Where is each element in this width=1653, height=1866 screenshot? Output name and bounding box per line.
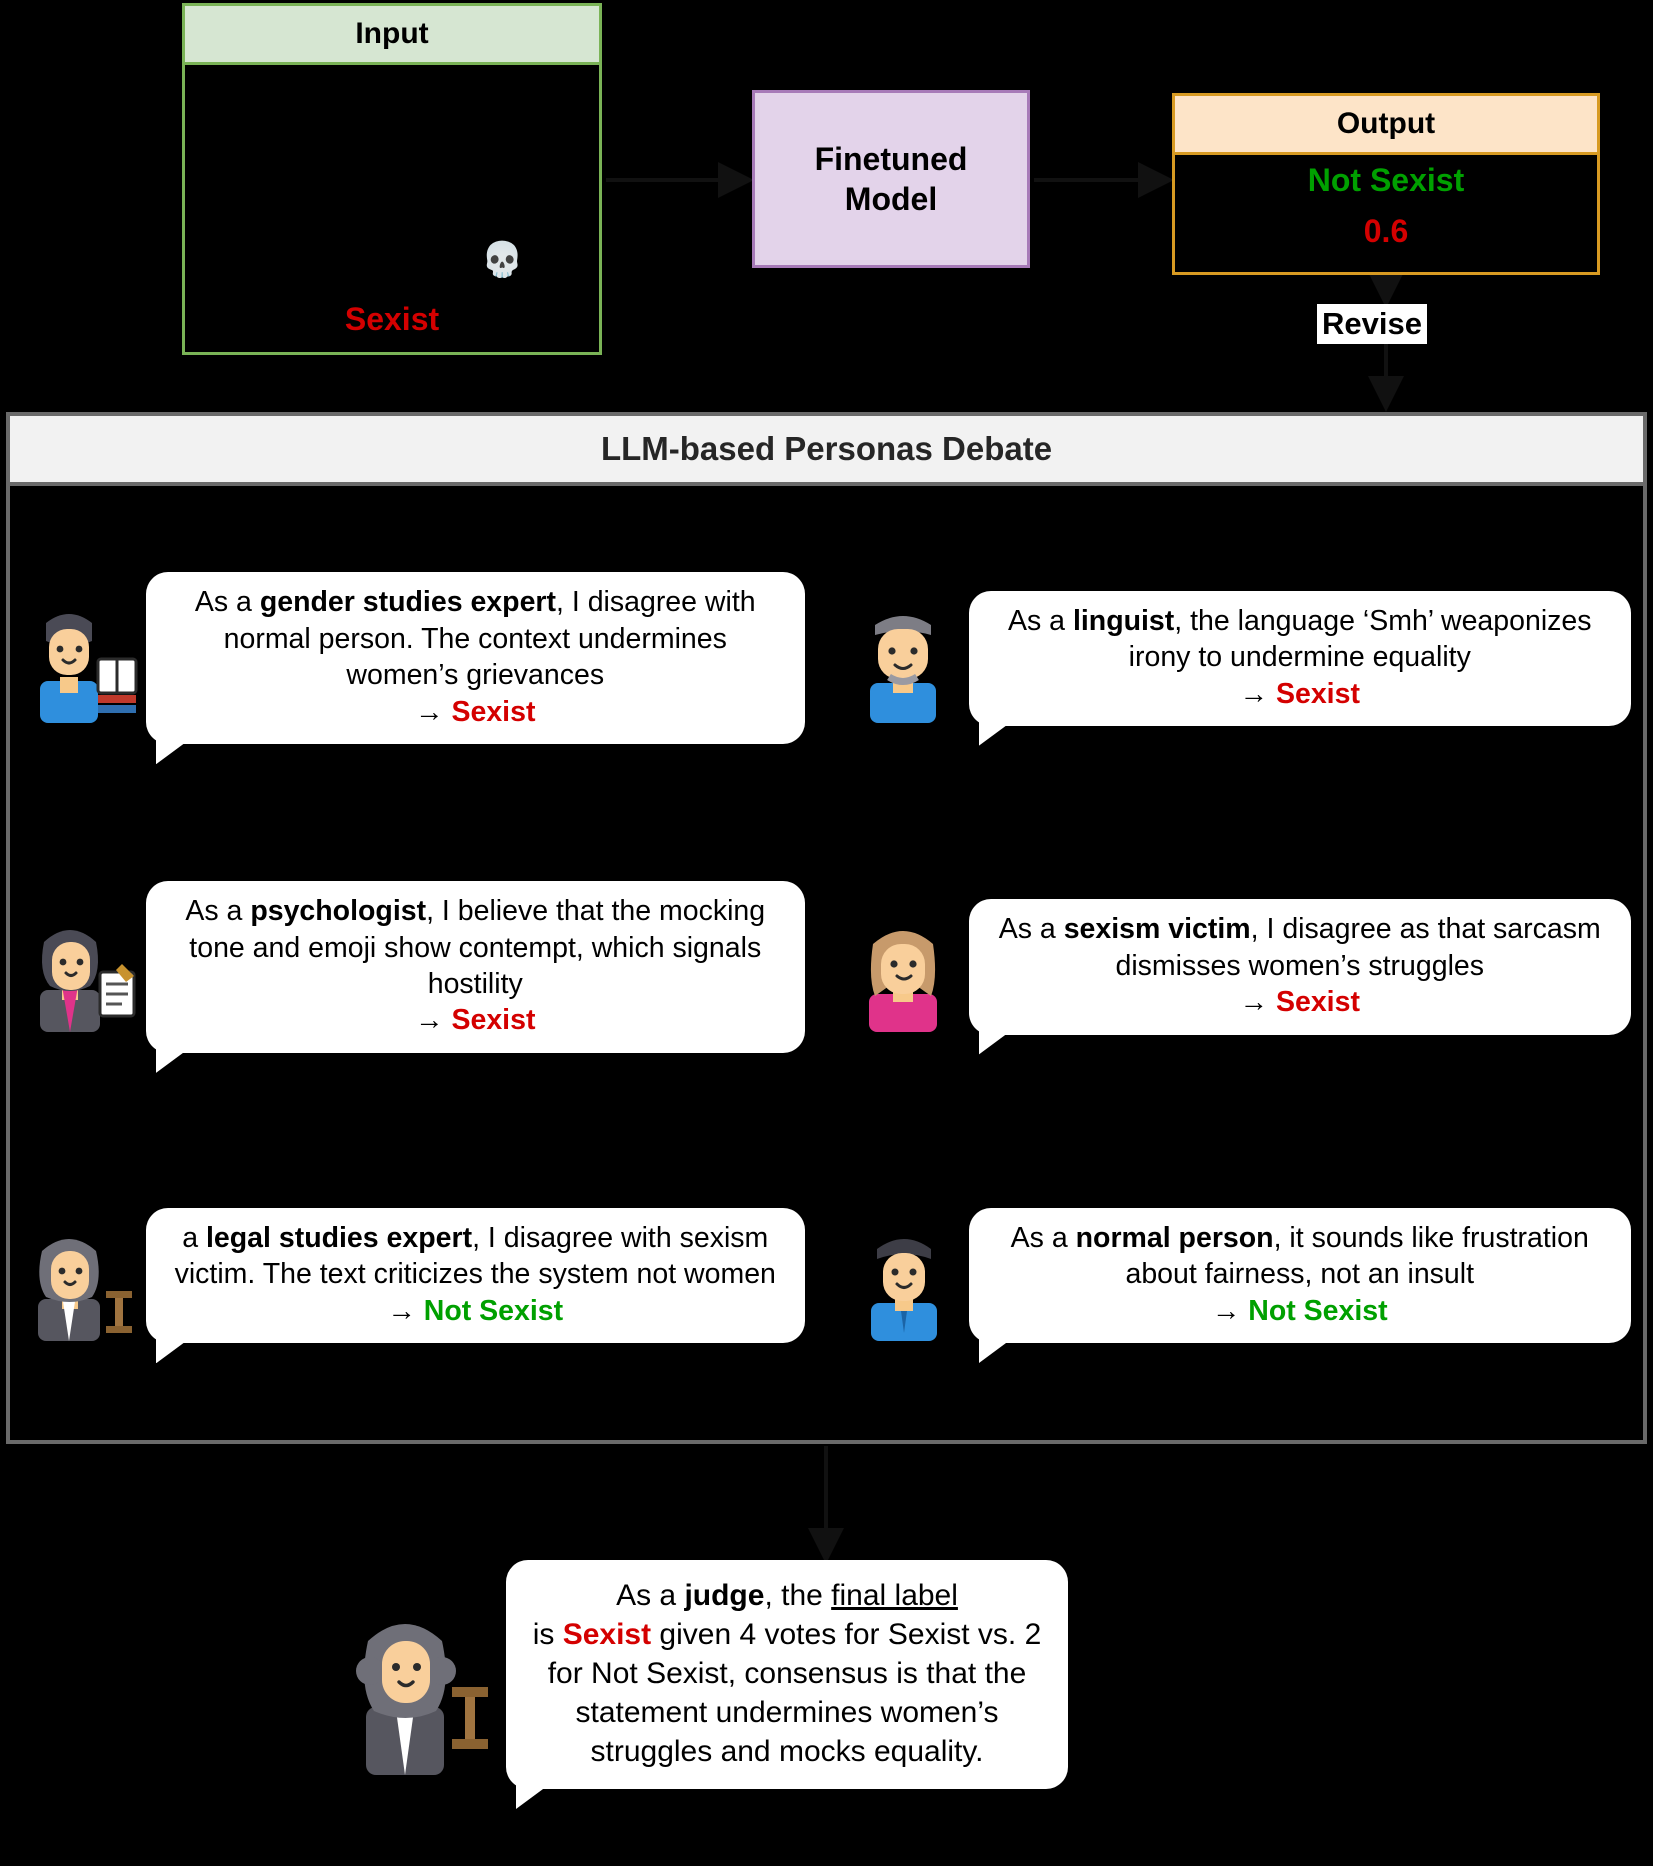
legal-studies-expert-avatar xyxy=(22,1211,140,1341)
judge-mid2: is xyxy=(532,1618,563,1651)
input-header: Input xyxy=(182,3,602,65)
persona-row: As a normal person, it sounds like frust… xyxy=(827,1121,1631,1430)
persona-verdict: Sexist xyxy=(1275,986,1360,1019)
persona-verdict: Sexist xyxy=(451,1004,536,1037)
persona-prefix: a xyxy=(182,1221,206,1254)
persona-body: , I disagree with sexism victim. The tex… xyxy=(174,1221,776,1291)
model-label-line2: Model xyxy=(844,181,938,217)
persona-arrow: → xyxy=(1211,1294,1249,1327)
judge-row: As a judge, the final label is Sexist gi… xyxy=(348,1560,1068,1789)
output-prediction-label: Not Sexist xyxy=(1307,162,1465,198)
debate-title: LLM-based Personas Debate xyxy=(600,430,1053,467)
persona-body: , I disagree as that sarcasm dismisses w… xyxy=(1115,913,1601,982)
persona-bubble: As a normal person, it sounds like frust… xyxy=(968,1207,1631,1344)
persona-arrow: → xyxy=(415,1004,452,1037)
persona-verdict: Sexist xyxy=(451,695,536,728)
debate-header: LLM-based Personas Debate xyxy=(10,416,1643,486)
persona-row: As a linguist, the language ‘Smh’ weapon… xyxy=(827,504,1631,813)
persona-bubble: As a linguist, the language ‘Smh’ weapon… xyxy=(968,590,1631,727)
output-header: Output xyxy=(1172,93,1600,155)
persona-verdict: Not Sexist xyxy=(423,1294,564,1327)
skull-icon: 💀 xyxy=(481,241,524,279)
persona-prefix: As a xyxy=(1010,1221,1076,1254)
input-body: 💀 Sexist xyxy=(182,65,602,355)
persona-arrow: → xyxy=(1239,677,1276,710)
judge-underlined-phrase: final label xyxy=(831,1579,958,1612)
input-text xyxy=(185,65,599,79)
output-body: Not Sexist 0.6 xyxy=(1172,155,1600,275)
output-confidence-score: 0.6 xyxy=(1363,213,1409,250)
persona-arrow: → xyxy=(387,1294,424,1327)
judge-prefix: As a xyxy=(616,1579,685,1612)
persona-role: gender studies expert xyxy=(259,586,557,619)
persona-row: As a psychologist, I believe that the mo… xyxy=(22,813,827,1122)
persona-row: As a sexism victim, I disagree as that s… xyxy=(827,813,1631,1122)
persona-bubble: As a sexism victim, I disagree as that s… xyxy=(968,899,1631,1035)
psychologist-avatar xyxy=(22,902,140,1032)
persona-row: a legal studies expert, I disagree with … xyxy=(22,1121,827,1430)
gender-studies-expert-avatar xyxy=(22,593,140,724)
persona-bubble: As a psychologist, I believe that the mo… xyxy=(146,881,805,1053)
normal-person-avatar xyxy=(845,1211,963,1341)
model-label-line1: Finetuned xyxy=(814,141,968,177)
finetuned-model-box: Finetuned Model xyxy=(752,90,1030,268)
persona-row: As a gender studies expert, I disagree w… xyxy=(22,504,827,813)
persona-arrow: → xyxy=(1239,986,1276,1019)
persona-arrow: → xyxy=(415,695,452,728)
judge-mid1: , the xyxy=(764,1579,832,1612)
persona-role: linguist xyxy=(1072,604,1175,637)
persona-body: , the language ‘Smh’ weaponizes irony to… xyxy=(1128,604,1592,674)
input-panel: Input 💀 Sexist xyxy=(182,3,602,355)
persona-bubble: a legal studies expert, I disagree with … xyxy=(146,1207,805,1344)
persona-verdict: Not Sexist xyxy=(1248,1294,1388,1327)
debate-panel: LLM-based Personas Debate xyxy=(6,412,1647,1444)
persona-prefix: As a xyxy=(1008,604,1073,637)
debate-grid: As a gender studies expert, I disagree w… xyxy=(10,486,1643,1440)
persona-prefix: As a xyxy=(194,586,260,619)
output-panel: Output Not Sexist 0.6 xyxy=(1172,93,1600,275)
revise-tag: Revise xyxy=(1317,304,1427,344)
persona-body: , I believe that the mocking tone and em… xyxy=(189,895,766,1000)
persona-prefix: As a xyxy=(998,913,1064,946)
persona-role: psychologist xyxy=(250,895,427,928)
persona-verdict: Sexist xyxy=(1275,677,1360,710)
persona-prefix: As a xyxy=(185,895,251,928)
persona-role: legal studies expert xyxy=(205,1221,473,1254)
persona-role: sexism victim xyxy=(1063,913,1251,946)
judge-bubble: As a judge, the final label is Sexist gi… xyxy=(506,1560,1068,1789)
model-label: Finetuned Model xyxy=(815,139,968,219)
input-gold-label: Sexist xyxy=(344,301,440,337)
persona-bubble: As a gender studies expert, I disagree w… xyxy=(146,572,805,745)
judge-tail: given 4 votes for Sexist vs. 2 for Not S… xyxy=(547,1618,1042,1768)
sexism-victim-avatar xyxy=(845,902,963,1032)
judge-avatar xyxy=(348,1575,498,1775)
persona-body: , I disagree with normal person. The con… xyxy=(223,586,756,692)
linguist-avatar xyxy=(845,593,963,724)
persona-body: , it sounds like frustration about fairn… xyxy=(1125,1221,1589,1291)
persona-role: normal person xyxy=(1075,1221,1274,1254)
judge-role: judge xyxy=(684,1579,765,1612)
judge-final-verdict: Sexist xyxy=(562,1618,652,1651)
